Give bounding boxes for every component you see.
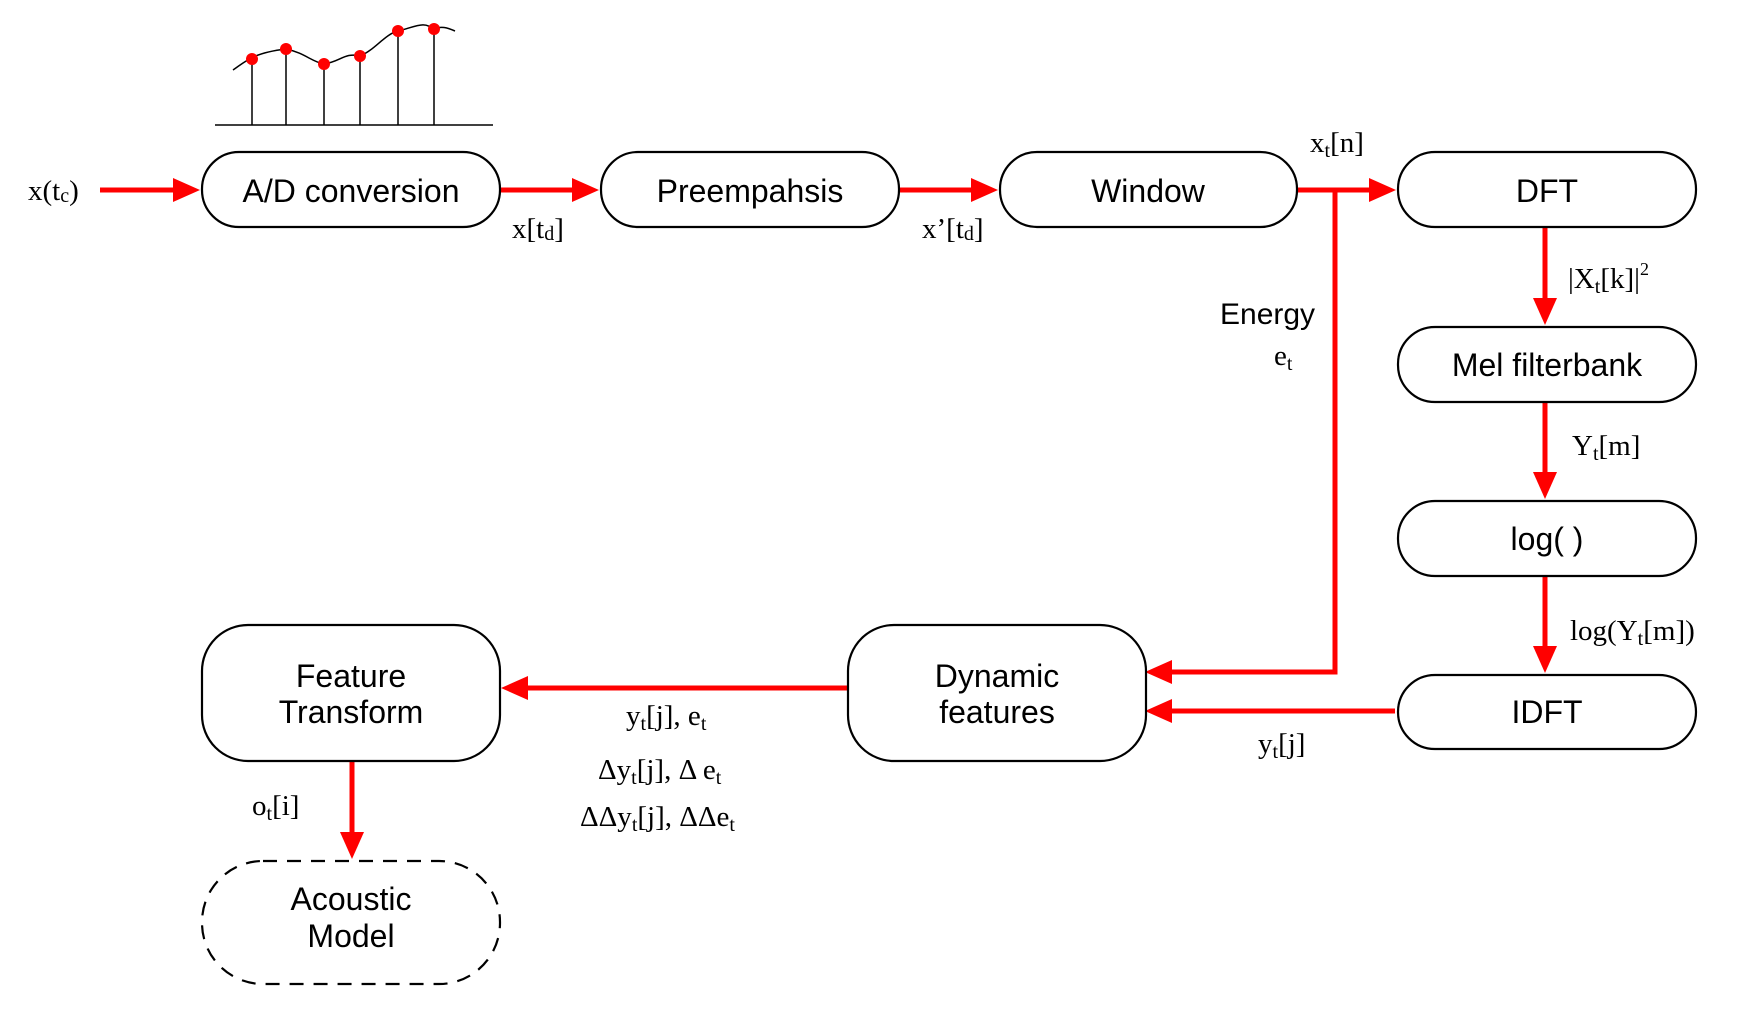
svg-text:A/D conversion: A/D conversion: [243, 173, 460, 209]
svg-text:Mel filterbank: Mel filterbank: [1452, 347, 1643, 383]
preemphasis-box: Preempahsis: [599, 150, 901, 229]
svg-text:features: features: [939, 694, 1055, 730]
svg-text:IDFT: IDFT: [1511, 694, 1582, 730]
svg-text:Window: Window: [1091, 173, 1206, 209]
acoustic-model-box: Acoustic Model: [200, 859, 502, 986]
feature-transform-box: Feature Transform: [200, 623, 502, 763]
label-et: et: [1274, 340, 1293, 375]
label-yt-j: yt[j]: [1258, 728, 1305, 763]
arrows: [100, 178, 1557, 859]
label-features-line3: ΔΔyt[j], ΔΔet: [580, 801, 735, 836]
label-features-line1: yt[j], et: [626, 700, 707, 735]
label-ot-i: ot[i]: [252, 790, 299, 825]
label-x-prime-td: x’[td]: [922, 213, 984, 245]
arrow-energy-to-dynamic: [1166, 190, 1338, 675]
svg-text:Preempahsis: Preempahsis: [657, 173, 844, 209]
label-features-line2: Δyt[j], Δ et: [598, 754, 722, 789]
log-box: log( ): [1396, 499, 1698, 578]
svg-text:Dynamic: Dynamic: [935, 658, 1059, 694]
label-Yt-m: Yt[m]: [1572, 430, 1640, 465]
dft-box: DFT: [1396, 150, 1698, 229]
window-box: Window: [998, 150, 1299, 229]
svg-text:Feature: Feature: [296, 658, 406, 694]
label-energy: Energy: [1220, 298, 1315, 331]
sampled-waveform-icon: [215, 23, 493, 126]
svg-text:Model: Model: [307, 918, 394, 954]
svg-text:Acoustic: Acoustic: [291, 881, 412, 917]
label-xt-n: xt[n]: [1310, 127, 1364, 162]
label-x-td: x[td]: [512, 213, 564, 245]
mel-filterbank-box: Mel filterbank: [1396, 325, 1698, 404]
idft-box: IDFT: [1396, 673, 1698, 751]
dynamic-features-box: Dynamic features: [846, 623, 1148, 763]
label-power-spectrum: |Xt[k]|2: [1568, 259, 1649, 298]
label-log-Yt-m: log(Yt[m]): [1570, 615, 1695, 650]
svg-text:Transform: Transform: [279, 694, 424, 730]
label-x-tc: x(tc): [28, 175, 79, 207]
svg-text:log( ): log( ): [1511, 521, 1584, 557]
svg-text:DFT: DFT: [1516, 173, 1578, 209]
ad-conversion-box: A/D conversion: [200, 150, 502, 229]
